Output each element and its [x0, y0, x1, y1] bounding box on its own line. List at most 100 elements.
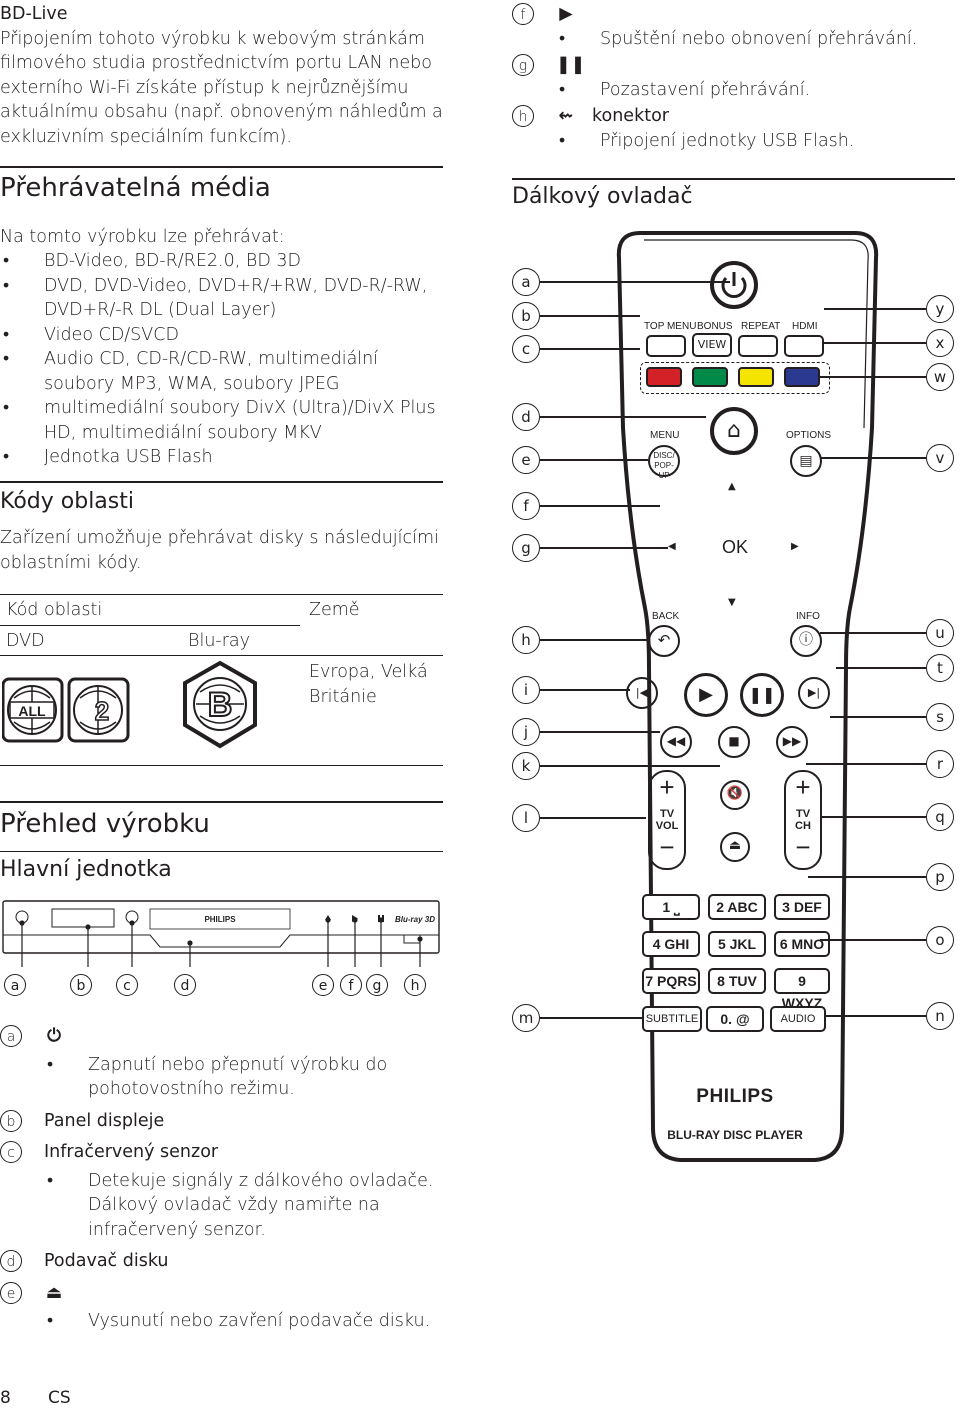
- callout-marker: r: [926, 750, 954, 778]
- region-text: Zařízení umožňuje přehrávat disky s násl…: [0, 528, 439, 573]
- mute-button[interactable]: 🔇: [720, 780, 750, 810]
- play-icon: ▶: [559, 4, 573, 24]
- next-button[interactable]: ▶|: [798, 677, 830, 709]
- red-button[interactable]: [646, 367, 682, 387]
- forward-button[interactable]: ▶▶: [776, 726, 808, 758]
- key-label: 1 ⎵: [662, 899, 680, 915]
- info-button[interactable]: ⓘ: [790, 625, 822, 657]
- table-header-country: Země: [309, 600, 360, 620]
- table-sub-bluray: Blu-ray: [188, 631, 251, 651]
- callout-leader: [806, 763, 926, 765]
- unit-marker: d: [174, 974, 196, 996]
- ok-button[interactable]: OK: [722, 537, 749, 557]
- callout-leader: [540, 505, 660, 507]
- key-1-button[interactable]: 1 ⎵: [642, 894, 700, 920]
- rewind-button[interactable]: ◀◀: [660, 726, 692, 758]
- home-button[interactable]: ⌂: [710, 407, 758, 455]
- unit-item: e⏏Vysunutí nebo zavření podavače disku.: [0, 1281, 440, 1334]
- repeat-button[interactable]: [738, 335, 778, 357]
- item-label: Panel displeje: [44, 1109, 440, 1134]
- callout-leader: [540, 689, 630, 691]
- item-label: ⇜konektor: [556, 104, 952, 129]
- hdmi-button[interactable]: [784, 335, 824, 357]
- callout-marker: m: [512, 1004, 540, 1032]
- stop-button[interactable]: ■: [718, 726, 750, 758]
- nav-down-button[interactable]: ▼: [728, 597, 736, 608]
- previous-button[interactable]: |◀: [626, 677, 658, 709]
- media-intro: Na tomto výrobku lze přehrávat:: [0, 227, 285, 247]
- tv-vol-rocker[interactable]: + TV VOL −: [648, 770, 686, 870]
- callout-leader: [830, 716, 926, 718]
- options-button[interactable]: ▤: [790, 445, 822, 477]
- tv-ch-rocker[interactable]: + TV CH −: [784, 770, 822, 870]
- callout-leader: [540, 416, 706, 418]
- key-5-button[interactable]: 5 JKL: [708, 931, 766, 957]
- item-marker: e: [0, 1281, 22, 1304]
- right-item: g❚❚Pozastavení přehrávání.: [512, 53, 952, 102]
- key-0-button[interactable]: 0. @: [706, 1006, 764, 1032]
- list-item: multimediální soubory DivX (Ultra)/DivX …: [0, 396, 440, 445]
- hdmi-label: HDMI: [792, 321, 818, 332]
- key-label: 2 ABC: [716, 899, 758, 915]
- key-7-button[interactable]: 7 PQRS: [642, 968, 700, 994]
- info-label: INFO: [796, 611, 820, 622]
- pause-button[interactable]: ❚❚: [740, 673, 784, 717]
- key-2-button[interactable]: 2 ABC: [708, 894, 766, 920]
- key-6-button[interactable]: 6 MNO: [774, 931, 830, 957]
- key-label: 7 PQRS: [645, 973, 697, 989]
- top-menu-label: TOP MENU: [644, 321, 697, 332]
- table-country: Evropa, Velká Británie: [309, 662, 428, 707]
- item-label: Podavač disku: [44, 1249, 440, 1274]
- blue-button[interactable]: [784, 367, 820, 387]
- key-9-button[interactable]: 9 WXYZ: [774, 968, 830, 1011]
- callout-marker: w: [926, 363, 954, 391]
- callout-marker: v: [926, 444, 954, 472]
- item-label-text: Podavač disku: [44, 1251, 169, 1271]
- key-label: 8 TUV: [717, 973, 757, 989]
- yellow-button[interactable]: [738, 367, 774, 387]
- unit-items: a⏻Zapnutí nebo přepnutí výrobku do pohot…: [0, 1024, 440, 1341]
- key-3-button[interactable]: 3 DEF: [774, 894, 830, 920]
- table-border: [0, 655, 443, 656]
- callout-leader: [540, 765, 720, 767]
- disc-popup-button[interactable]: DISC/ POP-UP: [648, 445, 680, 480]
- unit-marker: g: [366, 974, 388, 996]
- nav-up-button[interactable]: ▲: [728, 481, 736, 492]
- callout-leader: [826, 1015, 926, 1017]
- nav-right-button[interactable]: ▶: [791, 541, 799, 552]
- tv-ch-label: TV CH: [795, 808, 811, 832]
- item-marker: d: [0, 1250, 22, 1272]
- nav-left-button[interactable]: ◀: [668, 541, 676, 552]
- callout-marker: g: [512, 534, 540, 562]
- key-label: 3 DEF: [782, 899, 822, 915]
- top-menu-button[interactable]: [646, 335, 686, 357]
- subtitle-button[interactable]: SUBTITLE: [642, 1006, 702, 1032]
- remote-model: BLU-RAY DISC PLAYER: [667, 1128, 803, 1142]
- bullet-text: Pozastavení přehrávání.: [556, 78, 952, 103]
- bonus-view-button[interactable]: VIEW: [692, 333, 732, 357]
- divider: [0, 166, 443, 168]
- disc-label: DISC/ POP-UP: [653, 451, 675, 480]
- key-8-button[interactable]: 8 TUV: [708, 968, 766, 994]
- play-button[interactable]: ▶: [684, 673, 728, 717]
- audio-label: AUDIO: [780, 1013, 816, 1025]
- unit-marker: f: [340, 974, 362, 996]
- callout-leader: [540, 639, 648, 641]
- audio-button[interactable]: AUDIO: [770, 1006, 826, 1032]
- usb-icon: ⇜: [558, 106, 574, 126]
- color-buttons-frame: [640, 362, 830, 394]
- eject-button[interactable]: ⏏: [720, 832, 750, 862]
- remote-illustration: [616, 231, 879, 1162]
- unit-marker: c: [116, 974, 138, 996]
- callout-leader: [540, 547, 668, 549]
- key-4-button[interactable]: 4 GHI: [642, 931, 700, 957]
- back-button[interactable]: ↶: [648, 625, 680, 657]
- callout-leader: [824, 308, 926, 310]
- callout-marker: l: [512, 804, 540, 832]
- item-bullets: Pozastavení přehrávání.: [556, 78, 952, 103]
- unit-marker: a: [4, 974, 26, 996]
- remote-brand: PHILIPS: [696, 1086, 774, 1107]
- unit-marker: e: [312, 974, 334, 996]
- green-button[interactable]: [692, 367, 728, 387]
- item-label: ▶: [556, 2, 952, 27]
